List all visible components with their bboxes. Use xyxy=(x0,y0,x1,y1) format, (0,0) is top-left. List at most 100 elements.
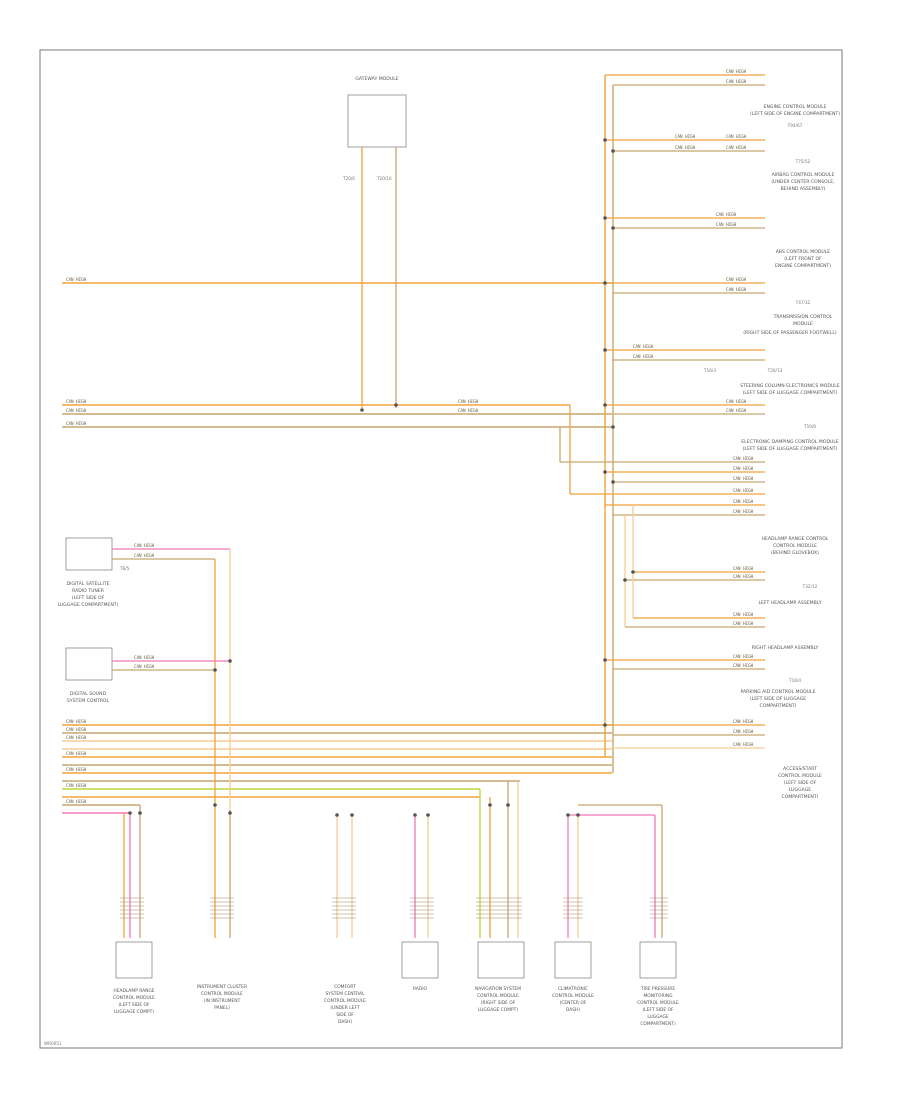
svg-text:T94/67: T94/67 xyxy=(787,123,803,128)
signal-label: CAN HIGH xyxy=(733,742,754,747)
svg-text:(LEFT SIDE OF: (LEFT SIDE OF xyxy=(784,780,817,786)
signal-label: CAN HIGH xyxy=(726,145,747,150)
svg-text:CONTROL MODULE: CONTROL MODULE xyxy=(477,993,519,999)
svg-text:LUGGAGE: LUGGAGE xyxy=(647,1014,669,1020)
svg-text:CAN HIGH: CAN HIGH xyxy=(134,553,155,558)
signal-label: CAN HIGH xyxy=(733,729,754,734)
gateway-label: GATEWAY MODULE xyxy=(355,76,398,82)
signal-label: CAN HIGH xyxy=(716,222,737,227)
signal-label: CAN HIGH xyxy=(66,408,87,413)
signal-label: CAN HIGH xyxy=(66,399,87,404)
svg-text:ELECTRONIC DAMPING CONTROL MOD: ELECTRONIC DAMPING CONTROL MODULE xyxy=(741,439,839,445)
transmission-module: TRANSMISSION CONTROL MODULE (RIGHT SIDE … xyxy=(703,314,837,373)
signal-label: CAN HIGH xyxy=(66,735,87,740)
svg-text:STEERING COLUMN ELECTRONICS MO: STEERING COLUMN ELECTRONICS MODULE xyxy=(740,383,840,389)
svg-text:ENGINE COMPARTMENT): ENGINE COMPARTMENT) xyxy=(775,263,831,269)
svg-text:LUGGAGE COMPARTMENT): LUGGAGE COMPARTMENT) xyxy=(58,602,119,608)
svg-text:(UNDER CENTER CONSOLE,: (UNDER CENTER CONSOLE, xyxy=(771,179,835,185)
signal-label: CAN HIGH xyxy=(733,663,754,668)
svg-text:HEADLAMP RANGE CONTROL: HEADLAMP RANGE CONTROL xyxy=(762,536,829,542)
svg-text:(LEFT SIDE OF LUGGAGE COMPARTM: (LEFT SIDE OF LUGGAGE COMPARTMENT) xyxy=(743,390,838,396)
svg-text:ENGINE CONTROL MODULE: ENGINE CONTROL MODULE xyxy=(764,104,827,110)
svg-text:ACCESS/START: ACCESS/START xyxy=(783,766,817,772)
bottom-climatronic-component: CLIMATRONIC CONTROL MODULE (CENTER OF DA… xyxy=(552,941,594,1013)
svg-text:(LEFT SIDE OF: (LEFT SIDE OF xyxy=(642,1007,674,1013)
svg-text:DIGITAL SATELLITE: DIGITAL SATELLITE xyxy=(66,581,109,587)
bottom-navigation-component: NAVIGATION SYSTEM CONTROL MODULE (RIGHT … xyxy=(475,941,525,1013)
diagram-frame xyxy=(39,49,843,1049)
svg-text:ABS CONTROL MODULE: ABS CONTROL MODULE xyxy=(776,249,831,255)
svg-text:RADIO TUNER: RADIO TUNER xyxy=(72,588,105,594)
svg-text:(RIGHT SIDE OF PASSENGER FOOTW: (RIGHT SIDE OF PASSENGER FOOTWELL) xyxy=(743,330,837,336)
signal-label: CAN HIGH xyxy=(733,612,754,617)
svg-text:RIGHT HEADLAMP ASSEMBLY: RIGHT HEADLAMP ASSEMBLY xyxy=(752,645,819,651)
svg-text:SYSTEM CENTRAL: SYSTEM CENTRAL xyxy=(325,991,365,997)
svg-text:MODULE: MODULE xyxy=(793,321,813,327)
svg-text:DASH): DASH) xyxy=(566,1007,580,1013)
svg-text:(CENTER OF: (CENTER OF xyxy=(560,1000,587,1006)
svg-text:CAN HIGH: CAN HIGH xyxy=(134,655,155,660)
svg-text:RADIO: RADIO xyxy=(413,986,428,992)
left-can-bus xyxy=(62,282,612,814)
svg-text:SYSTEM CONTROL: SYSTEM CONTROL xyxy=(67,698,110,704)
svg-text:BEHIND ASSEMBLY): BEHIND ASSEMBLY) xyxy=(781,186,826,192)
signal-label: CAN HIGH xyxy=(726,277,747,282)
signal-label: CAN HIGH xyxy=(733,574,754,579)
svg-text:INSTRUMENT CLUSTER: INSTRUMENT CLUSTER xyxy=(197,984,247,990)
bottom-tire-pressure-component: TIRE PRESSURE MONITORING CONTROL MODULE … xyxy=(637,941,679,1027)
bottom-drops xyxy=(123,781,663,938)
svg-text:COMPARTMENT): COMPARTMENT) xyxy=(782,794,819,800)
svg-text:CONTROL MODULE: CONTROL MODULE xyxy=(773,543,817,549)
svg-text:TRANSMISSION CONTROL: TRANSMISSION CONTROL xyxy=(773,314,833,320)
signal-label: CAN HIGH xyxy=(733,466,754,471)
svg-text:PANEL): PANEL) xyxy=(214,1005,230,1011)
svg-text:CONTROL MODULE: CONTROL MODULE xyxy=(637,1000,679,1006)
engine-module: ENGINE CONTROL MODULE (LEFT SIDE OF ENGI… xyxy=(750,104,840,128)
signal-label: CAN HIGH xyxy=(733,499,754,504)
signal-label: CAN HIGH xyxy=(733,654,754,659)
signal-label: CAN HIGH xyxy=(733,456,754,461)
headlamp-range-module: HEADLAMP RANGE CONTROL CONTROL MODULE (B… xyxy=(762,536,829,589)
signal-label: CAN HIGH xyxy=(633,344,654,349)
svg-text:T47/32: T47/32 xyxy=(795,300,811,305)
svg-text:CAN HIGH: CAN HIGH xyxy=(134,543,155,548)
diagram-code: WR0051 xyxy=(44,1041,62,1046)
signal-label: CAN HIGH xyxy=(726,134,747,139)
signal-label: CAN HIGH xyxy=(716,212,737,217)
right-trunk xyxy=(604,75,614,773)
signal-label: CAN HIGH xyxy=(726,408,747,413)
svg-text:(RIGHT SIDE OF: (RIGHT SIDE OF xyxy=(481,1000,516,1006)
svg-text:T8/5: T8/5 xyxy=(119,566,130,571)
steering-module: STEERING COLUMN ELECTRONICS MODULE (LEFT… xyxy=(740,368,840,396)
signal-label: CAN HIGH xyxy=(66,751,87,756)
svg-text:(LEFT SIDE OF LUGGAGE COMPARTM: (LEFT SIDE OF LUGGAGE COMPARTMENT) xyxy=(743,446,838,452)
signal-label: CAN HIGH xyxy=(726,399,747,404)
signal-label: CAN HIGH xyxy=(733,488,754,493)
svg-text:(LEFT SIDE OF ENGINE COMPARTME: (LEFT SIDE OF ENGINE COMPARTMENT) xyxy=(750,111,840,117)
svg-text:HEADLAMP RANGE: HEADLAMP RANGE xyxy=(113,988,154,994)
signal-label: CAN HIGH xyxy=(66,783,87,788)
svg-text:CONTROL MODULE: CONTROL MODULE xyxy=(324,998,366,1004)
airbag-module: AIRBAG CONTROL MODULE (UNDER CENTER CONS… xyxy=(771,159,835,192)
signal-label: CAN HIGH xyxy=(733,621,754,626)
signal-label: CAN HIGH xyxy=(733,566,754,571)
right-signal-labels: CAN HIGH CAN HIGH CAN HIGH CAN HIGH CAN … xyxy=(458,69,754,747)
gateway-pin-2: T20/16 xyxy=(376,176,392,181)
svg-text:(UNDER LEFT: (UNDER LEFT xyxy=(330,1005,359,1011)
signal-label: CAN HIGH xyxy=(675,134,696,139)
svg-text:(IN INSTRUMENT: (IN INSTRUMENT xyxy=(204,998,241,1004)
svg-text:T16/4: T16/4 xyxy=(788,678,801,683)
bottom-cluster-component: INSTRUMENT CLUSTER CONTROL MODULE (IN IN… xyxy=(197,984,247,1011)
parking-aid-module: PARKING AID CONTROL MODULE (LEFT SIDE OF… xyxy=(741,678,816,709)
signal-label: CAN HIGH xyxy=(726,79,747,84)
svg-text:T75/52: T75/52 xyxy=(795,159,811,164)
svg-text:LUGGAGE: LUGGAGE xyxy=(789,787,811,793)
bottom-components: HEADLAMP RANGE CONTROL MODULE (LEFT SIDE… xyxy=(113,941,679,1027)
svg-text:NAVIGATION SYSTEM: NAVIGATION SYSTEM xyxy=(475,986,521,992)
left-headlamp-assembly: LEFT HEADLAMP ASSEMBLY xyxy=(758,600,821,606)
svg-text:DASH): DASH) xyxy=(338,1019,352,1025)
signal-label: CAN HIGH xyxy=(66,767,87,772)
signal-label: CAN HIGH xyxy=(675,145,696,150)
svg-text:COMPARTMENT): COMPARTMENT) xyxy=(760,703,797,709)
